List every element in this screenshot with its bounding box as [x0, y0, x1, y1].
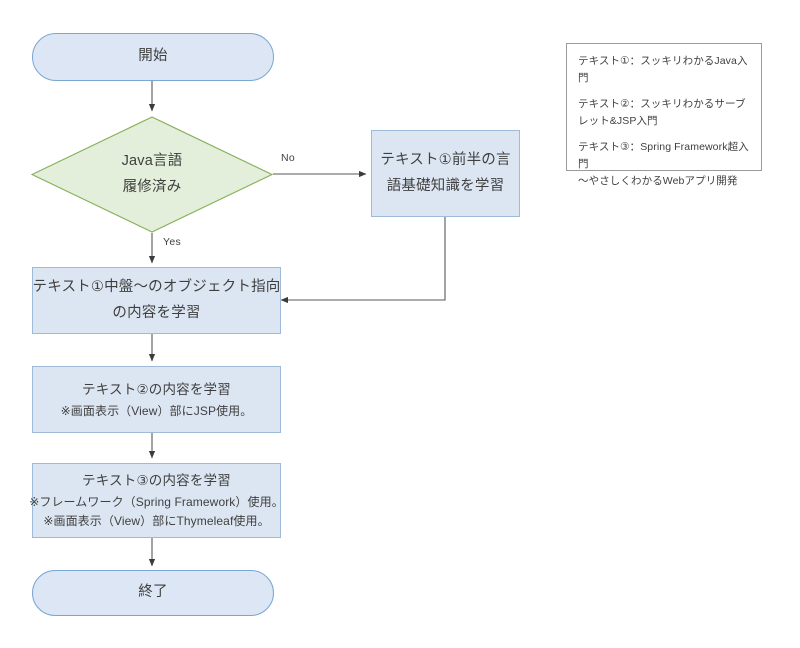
node-branch-no-line2: 語基礎知識を学習 [386, 177, 505, 194]
legend-item-1: テキスト①：スッキリわかるJava入門 [578, 53, 751, 87]
decision-shape [31, 116, 273, 233]
node-step-text2-note1: ※画面表示（View）部にJSP使用。 [60, 403, 253, 418]
node-decision-line1: Java言語 [121, 153, 183, 170]
connector-branch-back [280, 217, 446, 304]
node-step-text3-title: テキスト③の内容を学習 [82, 473, 231, 489]
node-step-text3-note1: ※フレームワーク（Spring Framework）使用。 [29, 495, 284, 510]
node-step-object-line2: の内容を学習 [112, 304, 201, 321]
node-step-object[interactable]: テキスト①中盤〜のオブジェクト指向 の内容を学習 [32, 267, 281, 334]
legend-item-3: テキスト③：Spring Framework超入門 〜やさしくわかるWebアプリ… [578, 139, 751, 190]
node-end-label: 終了 [138, 584, 168, 601]
edge-label-no: No [281, 152, 296, 164]
node-step-text2-title: テキスト②の内容を学習 [82, 381, 231, 397]
node-decision-text: Java言語 履修済み [122, 149, 183, 200]
legend-item-1-line1: テキスト①：スッキリわかるJava入門 [578, 55, 748, 84]
node-decision[interactable]: Java言語 履修済み [31, 116, 273, 233]
legend-item-3-line2: 〜やさしくわかるWebアプリ開発 [578, 175, 738, 187]
node-branch-no[interactable]: テキスト①前半の言 語基礎知識を学習 [371, 130, 520, 217]
legend-item-2-line1: テキスト②：スッキリわかるサーブ [578, 98, 746, 110]
legend-box: テキスト①：スッキリわかるJava入門 テキスト②：スッキリわかるサーブ レット… [566, 43, 762, 187]
node-decision-line2: 履修済み [122, 178, 182, 195]
node-step-text2[interactable]: テキスト②の内容を学習 ※画面表示（View）部にJSP使用。 [32, 366, 281, 433]
node-step-text3-note2: ※画面表示（View）部にThymeleaf使用。 [43, 513, 270, 528]
node-branch-no-line1: テキスト①前半の言 [380, 152, 511, 169]
node-start[interactable]: 開始 [32, 33, 274, 81]
node-step-object-line1: テキスト①中盤〜のオブジェクト指向 [32, 279, 281, 296]
legend-item-2: テキスト②：スッキリわかるサーブ レット&JSP入門 [578, 96, 751, 130]
node-step-text3[interactable]: テキスト③の内容を学習 ※フレームワーク（Spring Framework）使用… [29, 463, 284, 538]
legend-item-2-line2: レット&JSP入門 [578, 115, 658, 127]
node-end[interactable]: 終了 [32, 570, 274, 616]
legend-item-3-line1: テキスト③：Spring Framework超入門 [578, 141, 749, 170]
node-start-label: 開始 [138, 48, 168, 65]
edge-label-yes: Yes [163, 236, 182, 248]
